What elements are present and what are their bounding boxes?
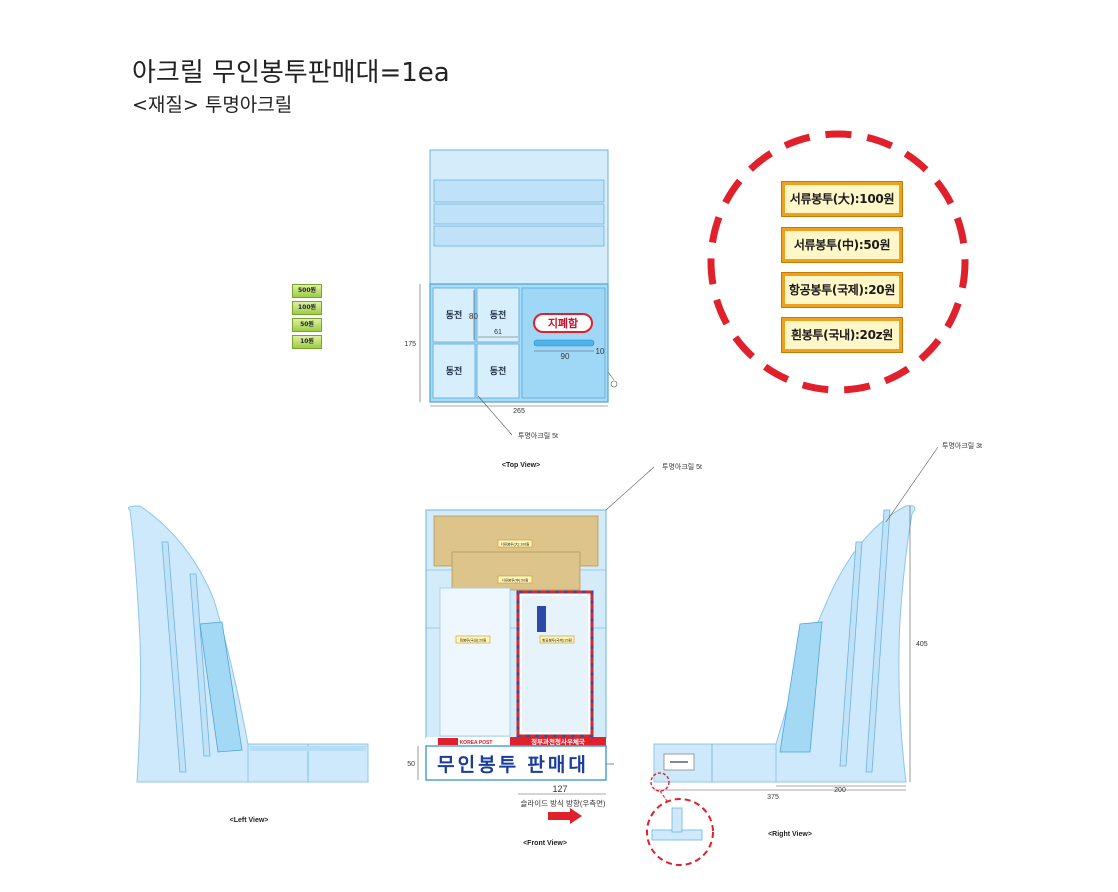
front-view: 서류봉투(大):100원 서류봉투(中):50원 흰봉투(국내):20원 항공봉…	[407, 462, 702, 847]
top-view: 동전 동전 동전 동전 지폐함 175 80 61 90 10 265 투명아크…	[404, 149, 618, 469]
coin-bin-label: 동전	[490, 365, 507, 376]
front-view-caption: <Front View>	[523, 840, 567, 847]
dim-front-height: 50	[407, 761, 415, 768]
price-sign-circle	[707, 130, 969, 394]
dim-bin-width: 61	[494, 329, 502, 336]
bill-slot	[533, 339, 595, 347]
price-sign-medium-envelope: 서류봉투(中):50원	[782, 228, 902, 262]
shelf-label: 항공봉투(국제):20원	[542, 638, 572, 643]
coin-bin-label: 동전	[446, 309, 463, 320]
right-view: 405 375 200 투명아크릴 3t <Right View>	[646, 441, 982, 866]
slide-note: 슬라이드 방식 방향(우측면)	[520, 798, 606, 808]
dim-right-height: 405	[916, 641, 928, 648]
top-material-note: 투명아크릴 5t	[518, 431, 558, 440]
coin-bin-label: 동전	[490, 309, 507, 320]
page-title: 아크릴 무인봉투판매대=1ea	[132, 58, 450, 88]
post-office-name: 정부과천청사우체국	[531, 737, 585, 746]
dim-width: 265	[513, 408, 525, 415]
bill-box-label: 지폐함	[548, 316, 578, 330]
dim-bin-height: 80	[469, 312, 478, 321]
coin-legend: 500원 100원 50원 10원	[292, 284, 322, 352]
slide-direction-arrow-icon	[548, 808, 582, 824]
coin-100: 100원	[292, 301, 322, 315]
coin-10: 10원	[292, 335, 322, 349]
coin-500: 500원	[292, 284, 322, 298]
korea-post-logo	[438, 738, 458, 745]
right-material-note: 투명아크릴 3t	[942, 441, 982, 450]
coin-bin-label: 동전	[446, 365, 463, 376]
front-banner: 무인봉투 판매대	[437, 754, 589, 776]
dim-slot-width: 90	[561, 352, 570, 361]
korea-post-text: KOREA POST	[460, 740, 493, 746]
shelf-label: 서류봉투(大):100원	[501, 542, 530, 547]
price-sign-white-envelope: 흰봉투(국내):20z원	[782, 318, 902, 352]
top-view-caption: <Top View>	[502, 462, 540, 469]
left-view-caption: <Left View>	[230, 817, 269, 824]
bill-box-badge	[533, 313, 593, 333]
left-view: <Left View>	[127, 505, 369, 824]
dim-height: 175	[404, 341, 416, 348]
dim-back-depth: 200	[834, 787, 846, 794]
coin-50: 50원	[292, 318, 322, 332]
shelf-label: 흰봉투(국내):20원	[460, 638, 487, 643]
dim-slide-width: 127	[552, 784, 567, 794]
front-material-note: 투명아크릴 5t	[662, 462, 702, 471]
dim-slot-height: 10	[596, 347, 605, 356]
shelf-label: 서류봉투(中):50원	[502, 578, 529, 583]
material-subtitle: <재질> 투명아크릴	[132, 94, 293, 116]
right-view-caption: <Right View>	[768, 831, 812, 838]
price-sign-airmail-envelope: 항공봉투(국제):20원	[782, 273, 902, 307]
dim-base-depth: 375	[767, 794, 779, 801]
price-sign-large-envelope: 서류봉투(大):100원	[782, 182, 902, 216]
